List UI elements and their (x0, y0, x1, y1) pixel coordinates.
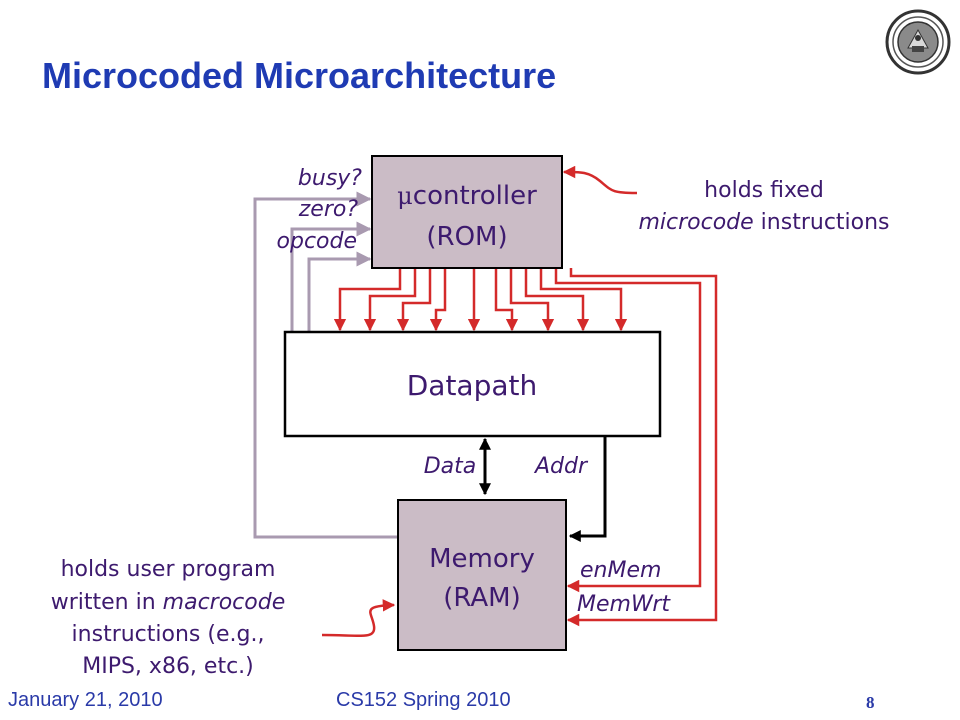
mu-symbol: μ (397, 182, 413, 210)
status-wires (253, 191, 398, 539)
rom-note-line1: holds fixed (704, 178, 824, 203)
controller-rom-box (371, 155, 563, 269)
memory-ram-box (397, 499, 567, 651)
annotation-pointers (321, 165, 638, 638)
ram-note-line3: instructions (e.g., (72, 622, 265, 647)
memory-label-line2: (RAM) (443, 583, 521, 613)
addr-bus-label: Addr (533, 454, 589, 479)
datapath-box (283, 330, 662, 438)
control-wires (333, 268, 718, 627)
slide-title: Microcoded Microarchitecture (42, 55, 557, 96)
ram-note-line4: MIPS, x86, etc.) (82, 654, 254, 679)
memory-buses (479, 437, 607, 542)
ram-note-italic: macrocode (163, 590, 286, 615)
controller-label-line1: controller (413, 181, 537, 211)
page-number: 8 (866, 693, 875, 712)
ram-note-line1: holds user program (61, 557, 276, 582)
opcode-label: opcode (277, 229, 357, 254)
ram-note-prefix: written in (51, 590, 163, 615)
rom-note-rest: instructions (754, 210, 890, 235)
memory-label-line1: Memory (429, 544, 535, 574)
enmem-label: enMem (580, 558, 661, 583)
data-bus-label: Data (424, 454, 477, 479)
rom-note-italic: microcode (638, 210, 753, 235)
ram-note-line2: written in macrocode (51, 590, 286, 615)
memwrt-label: MemWrt (577, 592, 671, 617)
datapath-label: Datapath (407, 369, 538, 402)
footer-course: CS152 Spring 2010 (336, 689, 511, 711)
busy-label: busy? (298, 166, 362, 191)
zero-label: zero? (298, 197, 359, 222)
controller-label-line2: (ROM) (426, 222, 507, 252)
rom-note-line2: microcode instructions (638, 210, 889, 235)
controller-label: μcontroller (397, 181, 537, 211)
university-seal-icon (885, 9, 951, 75)
footer-date: January 21, 2010 (8, 689, 163, 711)
